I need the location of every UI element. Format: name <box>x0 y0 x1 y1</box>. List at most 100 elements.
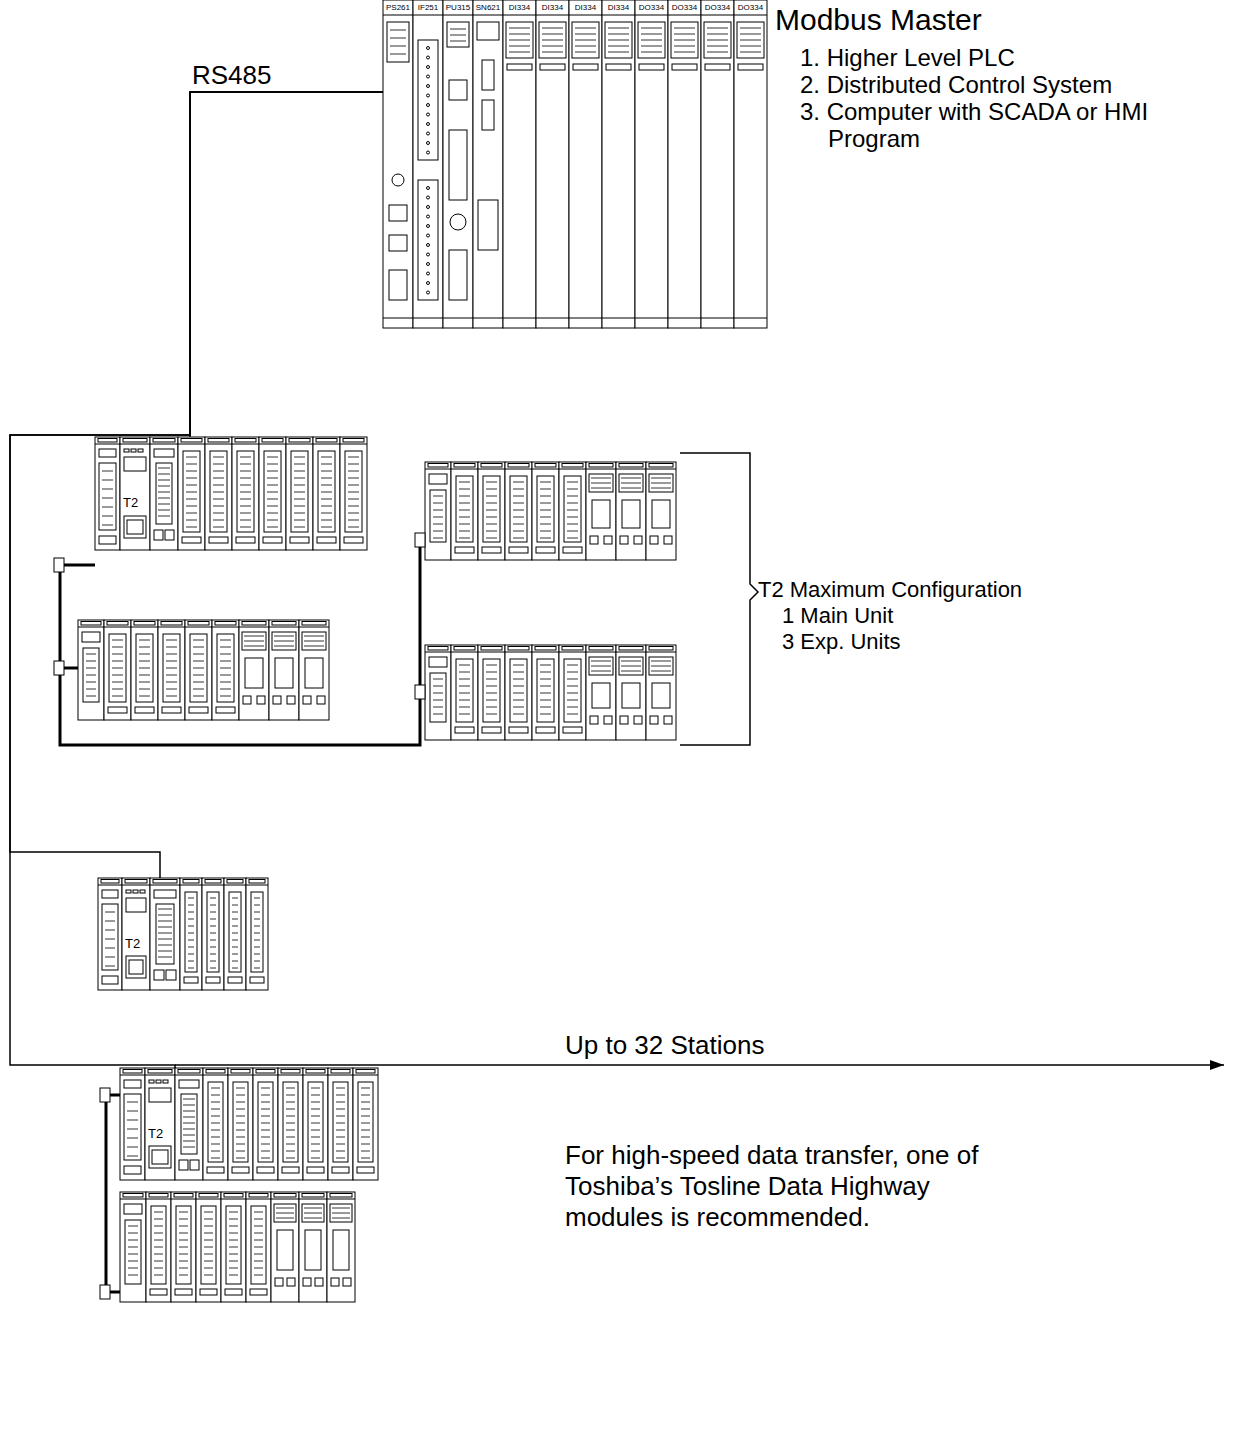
t2-station: T2 <box>120 1068 378 1180</box>
module-line <box>102 516 113 517</box>
module-line <box>459 538 470 539</box>
module-line <box>105 939 115 940</box>
rack-module <box>532 462 559 560</box>
module-knob <box>427 263 430 266</box>
module-line <box>390 54 406 55</box>
module-line <box>188 912 194 913</box>
module-part <box>303 696 311 704</box>
module-knob <box>427 66 430 69</box>
module-part <box>454 464 475 468</box>
module-part <box>183 451 200 532</box>
module-line <box>205 444 232 445</box>
module-part <box>317 537 336 543</box>
module-part <box>589 647 613 651</box>
module-part <box>389 270 407 300</box>
module-line <box>540 496 551 497</box>
module-line <box>261 1144 270 1145</box>
module-line <box>459 524 470 525</box>
module-part <box>133 890 138 893</box>
module-line <box>139 689 150 690</box>
module-part <box>303 1278 311 1286</box>
module-line <box>668 318 701 319</box>
module-line <box>211 1123 220 1124</box>
module-line <box>240 457 251 458</box>
module-line <box>166 682 177 683</box>
module-line <box>304 1208 322 1209</box>
module-name: DO334 <box>736 3 765 13</box>
module-line <box>540 524 551 525</box>
module-part <box>449 250 467 300</box>
module-line <box>513 538 524 539</box>
module-line <box>188 968 194 969</box>
module-housing <box>299 620 329 720</box>
module-line <box>236 1123 245 1124</box>
module-line <box>321 471 332 472</box>
module-line <box>586 469 616 470</box>
module-part <box>589 657 613 675</box>
module-housing <box>131 620 158 720</box>
rack-module <box>131 620 158 720</box>
module-line <box>707 46 728 47</box>
module-part <box>482 727 501 733</box>
module-housing <box>340 437 367 550</box>
module-line <box>220 689 231 690</box>
module-part <box>564 476 581 542</box>
rack-module <box>734 0 767 328</box>
module-part <box>572 22 599 58</box>
rack-module <box>616 462 646 560</box>
module-line <box>261 1102 270 1103</box>
module-part <box>589 474 613 492</box>
rack-module <box>303 1068 328 1180</box>
module-part <box>251 892 263 972</box>
module-line <box>542 40 563 41</box>
module-line <box>509 28 530 29</box>
module-line <box>127 1156 138 1157</box>
module-housing <box>478 462 505 560</box>
module-line <box>348 499 359 500</box>
module-line <box>236 1095 245 1096</box>
module-part <box>243 696 251 704</box>
module-housing <box>185 620 212 720</box>
module-line <box>186 499 197 500</box>
module-line <box>128 1275 138 1276</box>
module-line <box>236 1151 245 1152</box>
module-line <box>229 1275 238 1276</box>
module-line <box>259 444 286 445</box>
module-line <box>158 927 172 928</box>
module-part <box>201 1206 216 1284</box>
module-part <box>134 622 155 626</box>
module-part <box>188 622 209 626</box>
module-knob <box>427 187 430 190</box>
module-line <box>540 482 551 483</box>
module-line <box>210 954 216 955</box>
module-knob <box>427 244 430 247</box>
module-part <box>649 474 673 492</box>
module-line <box>229 1247 238 1248</box>
module-knob <box>427 272 430 275</box>
module-line <box>540 700 551 701</box>
module-housing <box>122 878 150 990</box>
module-line <box>267 464 278 465</box>
rack-module <box>413 0 443 328</box>
module-part <box>540 64 565 70</box>
module-line <box>179 1219 188 1220</box>
module-line <box>513 672 524 673</box>
bus-note: Up to 32 Stations <box>565 1030 764 1060</box>
module-line <box>240 513 251 514</box>
module-part <box>163 1080 168 1083</box>
module-part <box>124 449 129 452</box>
module-line <box>261 1130 270 1131</box>
module-line <box>621 671 641 672</box>
module-line <box>540 503 551 504</box>
module-part <box>330 1204 352 1222</box>
module-knob <box>427 206 430 209</box>
module-line <box>513 524 524 525</box>
module-line <box>127 1147 138 1148</box>
module-housing <box>145 1068 175 1180</box>
module-line <box>112 689 123 690</box>
module-part <box>207 1167 224 1173</box>
module-part <box>604 536 612 544</box>
module-line <box>179 1254 188 1255</box>
module-line <box>567 707 578 708</box>
